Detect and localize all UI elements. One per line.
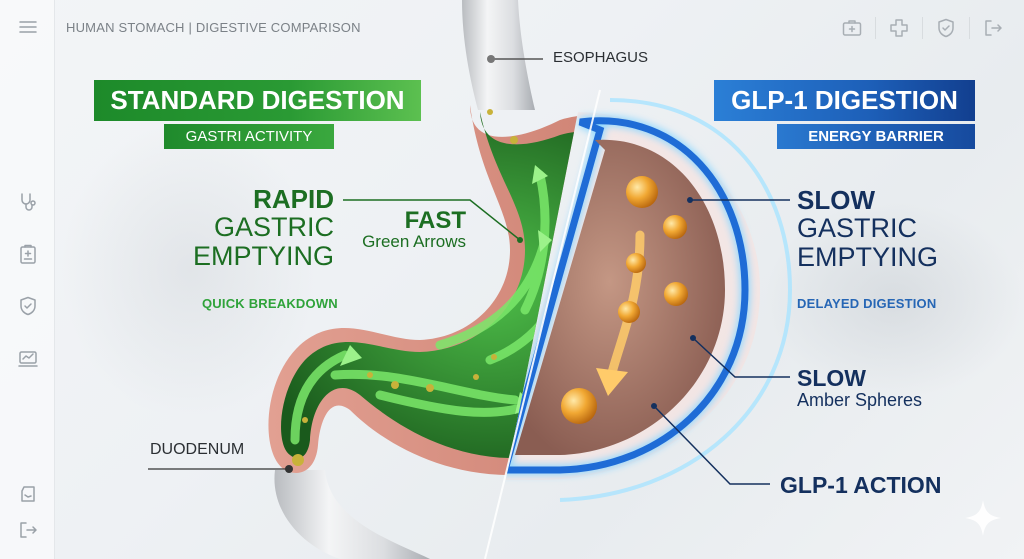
glp1-digestion-subtitle: ENERGY BARRIER bbox=[777, 124, 975, 149]
callout-bold: SLOW bbox=[797, 365, 866, 391]
headline-line: EMPTYING bbox=[797, 242, 939, 272]
amber-spheres-callout: SLOW Amber Spheres bbox=[797, 365, 923, 411]
toolbar-divider bbox=[969, 17, 970, 39]
headline-bold: RAPID bbox=[253, 184, 334, 214]
esophagus-label: ESOPHAGUS bbox=[553, 49, 649, 66]
page-title: HUMAN STOMACH | DIGESTIVE COMPARISON bbox=[66, 20, 361, 35]
hamburger-menu-icon[interactable] bbox=[17, 16, 39, 38]
logout-icon[interactable] bbox=[980, 15, 1006, 41]
headline-line: EMPTYING bbox=[192, 241, 334, 271]
sidebar bbox=[0, 0, 55, 559]
headline-line: GASTRIC bbox=[797, 213, 918, 243]
toolbar-divider bbox=[875, 17, 876, 39]
slow-emptying-headline: SLOW GASTRIC EMPTYING bbox=[797, 187, 938, 271]
duodenum-label: DUODENUM bbox=[150, 441, 245, 458]
fast-callout: FAST Green Arrows bbox=[350, 208, 466, 251]
glp1-action-label: GLP-1 ACTION bbox=[780, 472, 942, 498]
stethoscope-icon[interactable] bbox=[17, 191, 39, 213]
monitor-chart-icon[interactable] bbox=[17, 347, 39, 369]
clipboard-plus-icon[interactable] bbox=[17, 243, 39, 265]
medical-kit-icon[interactable] bbox=[839, 15, 865, 41]
medical-cross-icon[interactable] bbox=[886, 15, 912, 41]
logout-icon[interactable] bbox=[17, 519, 39, 541]
return-icon[interactable] bbox=[17, 483, 39, 505]
quick-breakdown-tagline: QUICK BREAKDOWN bbox=[202, 296, 338, 311]
callout-bold: FAST bbox=[404, 207, 466, 234]
background-blur bbox=[764, 200, 1024, 400]
delayed-digestion-tagline: DELAYED DIGESTION bbox=[797, 296, 937, 311]
callout-text: Green Arrows bbox=[362, 232, 466, 252]
toolbar-divider bbox=[922, 17, 923, 39]
shield-check-icon[interactable] bbox=[933, 15, 959, 41]
headline-bold: SLOW bbox=[797, 185, 875, 215]
standard-digestion-title: STANDARD DIGESTION bbox=[94, 80, 421, 121]
headline-line: GASTRIC bbox=[213, 212, 334, 242]
glp1-digestion-title: GLP-1 DIGESTION bbox=[714, 80, 975, 121]
header-toolbar bbox=[839, 15, 1006, 41]
rapid-emptying-headline: RAPID GASTRIC EMPTYING bbox=[193, 186, 334, 270]
callout-text: Amber Spheres bbox=[797, 390, 923, 411]
sparkle-icon bbox=[965, 500, 1001, 536]
shield-check-icon[interactable] bbox=[17, 295, 39, 317]
standard-digestion-subtitle: GASTRI ACTIVITY bbox=[164, 124, 334, 149]
